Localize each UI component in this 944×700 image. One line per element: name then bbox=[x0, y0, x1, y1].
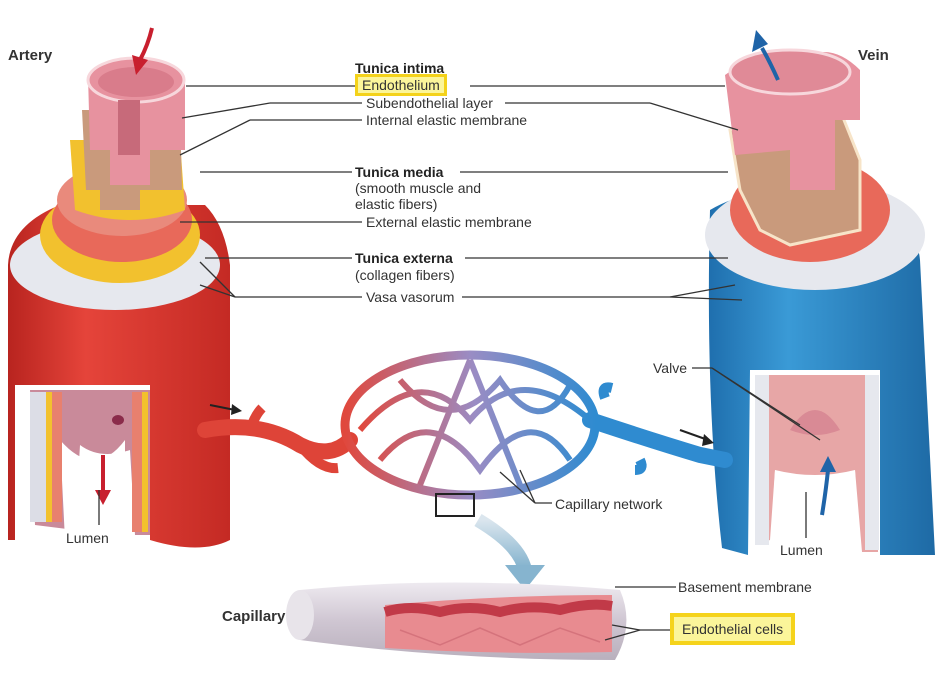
capillary-title: Capillary bbox=[222, 608, 286, 625]
label-tunica-externa-desc: (collagen fibers) bbox=[355, 267, 455, 283]
label-subendothelial-layer: Subendothelial layer bbox=[366, 95, 493, 111]
label-tunica-media-desc-1: (smooth muscle and bbox=[355, 180, 482, 196]
label-capillary-network: Capillary network bbox=[555, 496, 663, 512]
arteriole bbox=[197, 419, 358, 460]
label-endothelium: Endothelium bbox=[355, 74, 447, 96]
vein-illustration bbox=[705, 30, 935, 560]
vein-title: Vein bbox=[858, 47, 889, 64]
capillary-zoom-box bbox=[435, 493, 475, 517]
artery-title: Artery bbox=[8, 47, 53, 64]
capillary-network-illustration bbox=[197, 350, 733, 590]
venule bbox=[582, 412, 733, 468]
label-tunica-externa: Tunica externa bbox=[355, 250, 453, 266]
capillary-illustration bbox=[286, 582, 627, 660]
label-tunica-intima: Tunica intima bbox=[355, 60, 445, 76]
vein-cutaway bbox=[755, 375, 878, 552]
vein-lumen-arrow-icon bbox=[820, 469, 830, 516]
vein-flow-arrow-icon bbox=[760, 47, 780, 81]
label-endothelial-cells: Endothelial cells bbox=[670, 613, 796, 645]
label-lumen-vein: Lumen bbox=[780, 542, 823, 558]
label-tunica-media: Tunica media bbox=[355, 164, 444, 180]
label-lumen-artery: Lumen bbox=[66, 530, 109, 546]
label-internal-elastic-membrane: Internal elastic membrane bbox=[366, 112, 528, 128]
label-vasa-vasorum: Vasa vasorum bbox=[366, 289, 455, 305]
zoom-arrow-icon bbox=[474, 513, 532, 572]
label-external-elastic-membrane: External elastic membrane bbox=[366, 214, 532, 230]
artery-flow-arrow-icon bbox=[138, 27, 154, 61]
leader-lines bbox=[98, 85, 821, 641]
artery-illustration bbox=[8, 27, 230, 548]
label-basement-membrane: Basement membrane bbox=[678, 579, 812, 595]
label-tunica-media-desc-2: elastic fibers) bbox=[355, 196, 438, 212]
label-valve: Valve bbox=[653, 360, 687, 376]
